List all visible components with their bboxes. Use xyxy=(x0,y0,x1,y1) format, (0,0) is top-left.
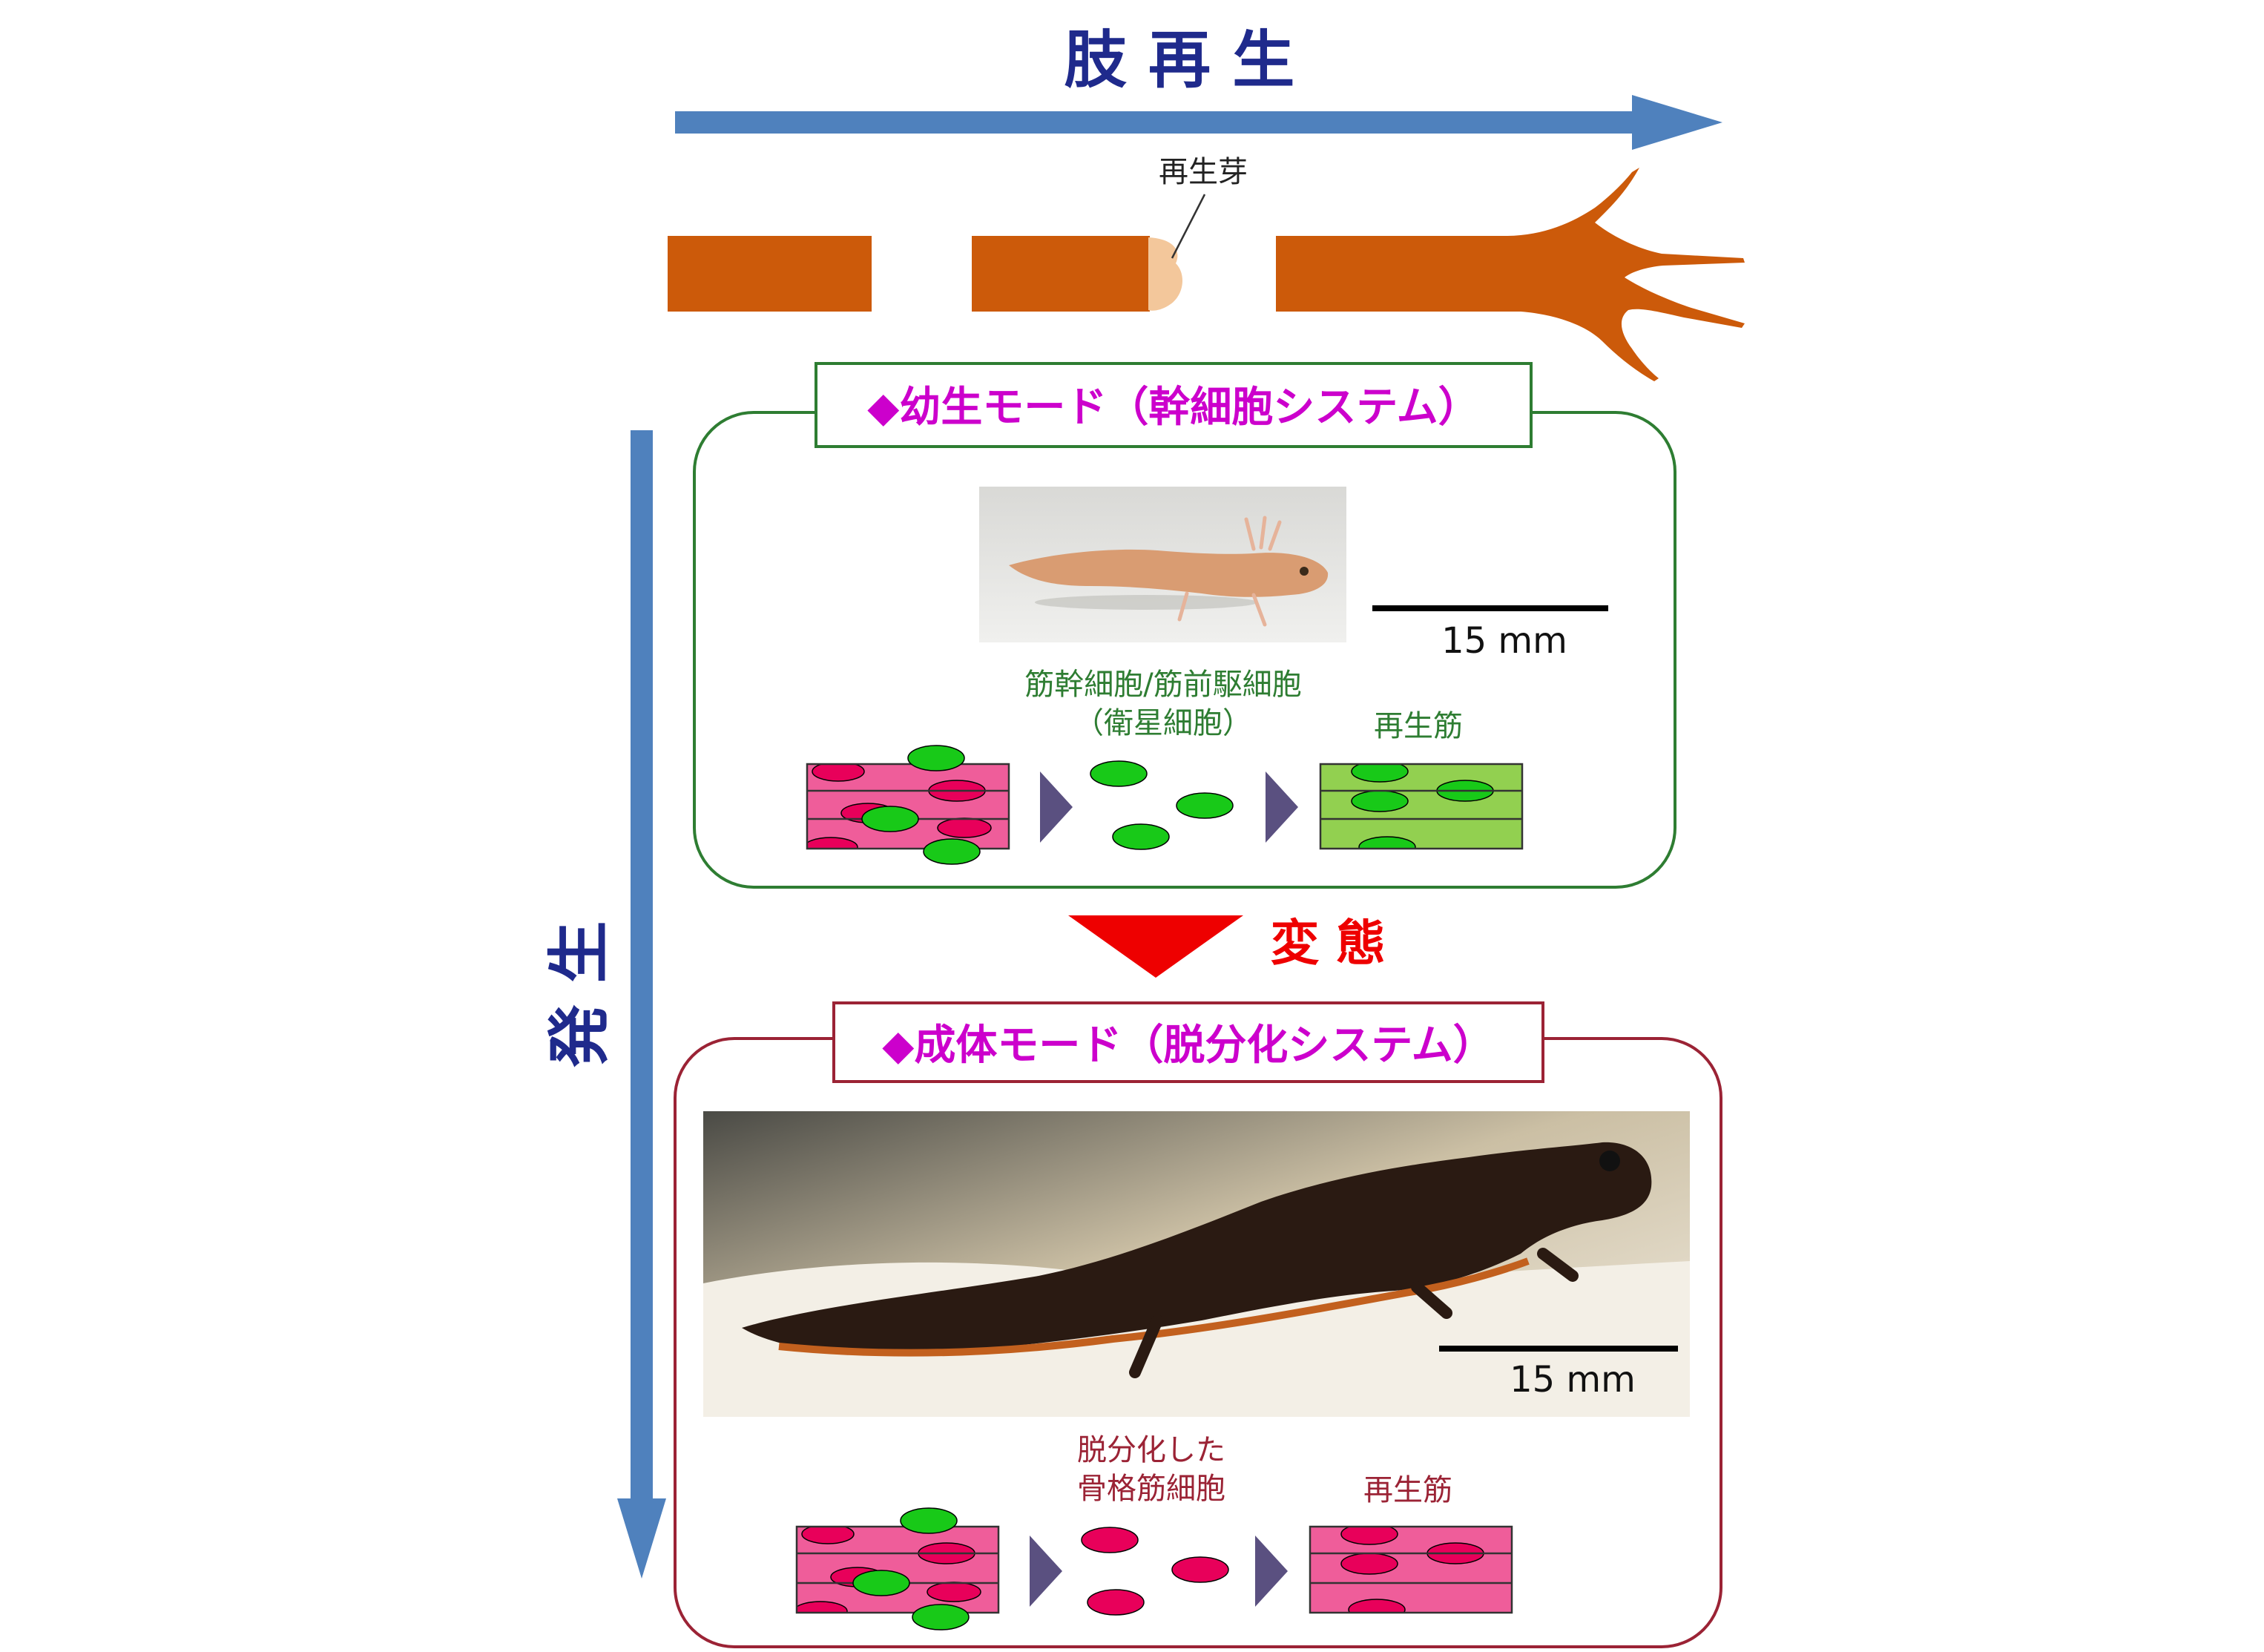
adult-muscle-fiber xyxy=(795,1525,1000,1614)
larval-step-arrow-2 xyxy=(1266,771,1298,843)
adult-newt-photo xyxy=(703,1111,1690,1417)
free-satellite-cells xyxy=(1090,760,1234,850)
adult-mode-title: ◆成体モード（脱分化システム） xyxy=(882,1021,1494,1070)
blastema-label: 再生芽 xyxy=(1159,155,1248,189)
larval-cell-label-line1: 筋幹細胞/筋前駆細胞 xyxy=(1024,668,1301,702)
larval-muscle-fiber xyxy=(806,763,1010,850)
larval-cell-label-line2: （衛星細胞） xyxy=(1074,706,1252,740)
adult-regen-label: 再生筋 xyxy=(1363,1473,1452,1507)
metamorphosis-label: 変 態 xyxy=(1271,915,1386,972)
larva-scale-bar xyxy=(1372,605,1608,611)
horizontal-arrow xyxy=(675,95,1722,150)
limb-stage-stump xyxy=(668,236,872,312)
larval-step-arrow-1 xyxy=(1040,771,1073,843)
adult-step-arrow-2 xyxy=(1255,1536,1288,1607)
development-label: 発 生 xyxy=(543,921,616,1067)
larva-photo xyxy=(979,487,1346,642)
metamorphosis-arrow xyxy=(1068,915,1243,978)
adult-scale-bar xyxy=(1439,1346,1678,1352)
satellite-cells-attached xyxy=(861,745,981,865)
adult-regenerated-muscle xyxy=(1309,1525,1513,1614)
adult-step-arrow-1 xyxy=(1030,1536,1062,1607)
limb-stage-blastema xyxy=(972,236,1183,312)
adult-mode-title-box xyxy=(832,1001,1544,1083)
larval-regenerated-muscle xyxy=(1319,763,1524,850)
development-arrow xyxy=(617,430,666,1579)
blastema-pointer xyxy=(1171,194,1206,259)
larva-scale-label: 15 mm xyxy=(1441,620,1567,662)
adult-cell-label-line2: 骨格筋細胞 xyxy=(1077,1472,1225,1506)
larval-regen-label: 再生筋 xyxy=(1374,709,1463,743)
larval-mode-title-box xyxy=(815,362,1533,448)
dedifferentiated-cells xyxy=(1081,1527,1229,1616)
adult-cell-label-line1: 脱分化した xyxy=(1077,1433,1225,1467)
limb-stage-regenerated-hand xyxy=(1276,168,1745,381)
adult-satellite-cells xyxy=(852,1507,970,1630)
larval-mode-title: ◆幼生モード（幹細胞システム） xyxy=(867,384,1479,432)
adult-scale-label: 15 mm xyxy=(1510,1359,1636,1401)
limb-regeneration-title: 肢 再 生 xyxy=(1064,24,1295,96)
